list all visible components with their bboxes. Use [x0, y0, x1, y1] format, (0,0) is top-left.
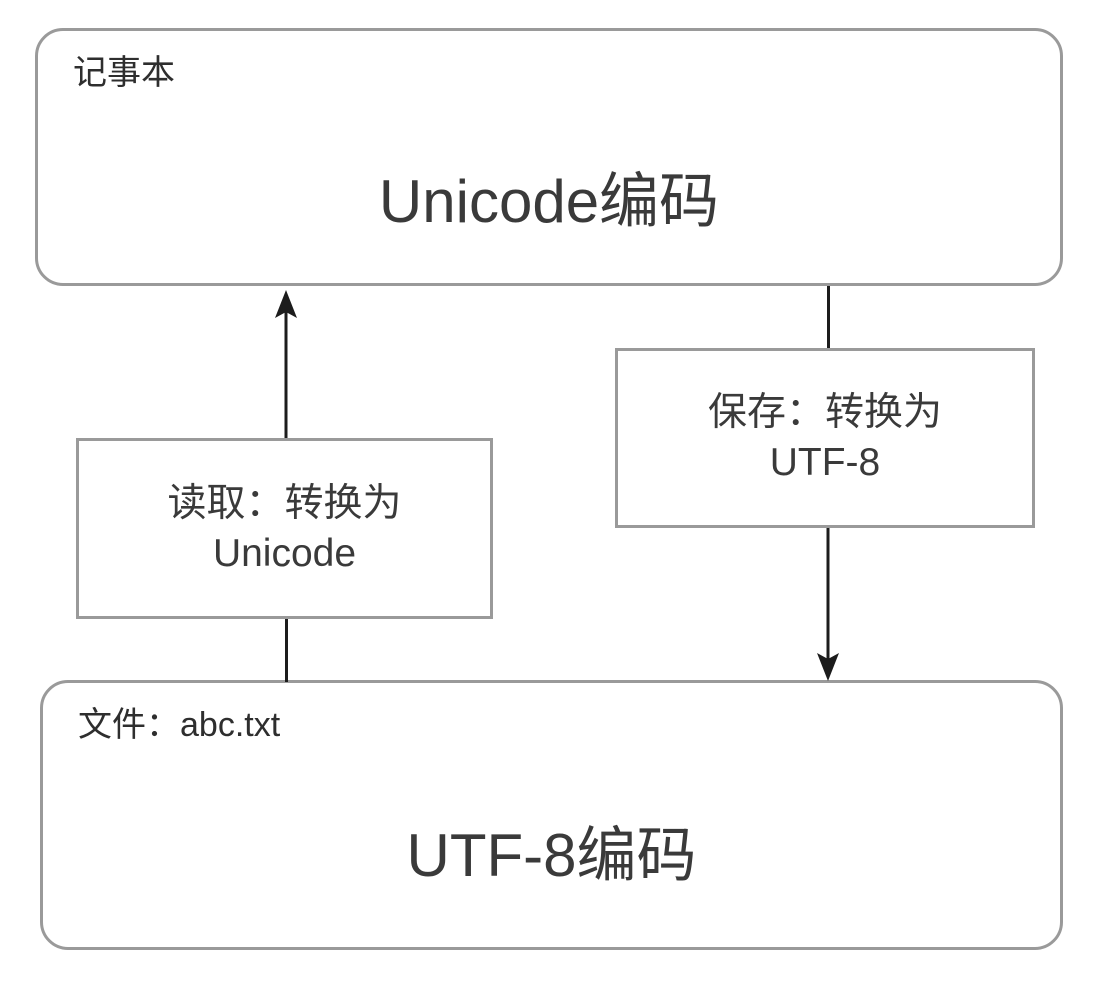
file-corner-label: 文件：abc.txt: [78, 706, 281, 744]
save-step-line-1: 保存：转换为: [707, 391, 942, 435]
edge-read-step-to-notepad: [265, 288, 307, 440]
file-node: 文件：abc.txt UTF-8编码: [40, 680, 1063, 950]
file-title: UTF-8编码: [406, 822, 697, 889]
arrow-down-icon: [817, 527, 839, 681]
read-step-line-2: Unicode: [212, 531, 357, 575]
edge-save-step-to-file: [807, 527, 849, 683]
notepad-node: 记事本 Unicode编码: [35, 28, 1063, 286]
arrow-up-icon: [275, 290, 297, 440]
edge-file-to-read-step: [285, 618, 288, 682]
edge-notepad-to-save-step: [827, 286, 830, 350]
notepad-corner-label: 记事本: [73, 54, 175, 92]
read-step-line-1: 读取：转换为: [167, 481, 402, 525]
save-step-node: 保存：转换为 UTF-8: [615, 348, 1035, 528]
save-step-line-2: UTF-8: [769, 441, 881, 484]
read-step-node: 读取：转换为 Unicode: [76, 438, 493, 619]
notepad-title: Unicode编码: [378, 168, 720, 235]
